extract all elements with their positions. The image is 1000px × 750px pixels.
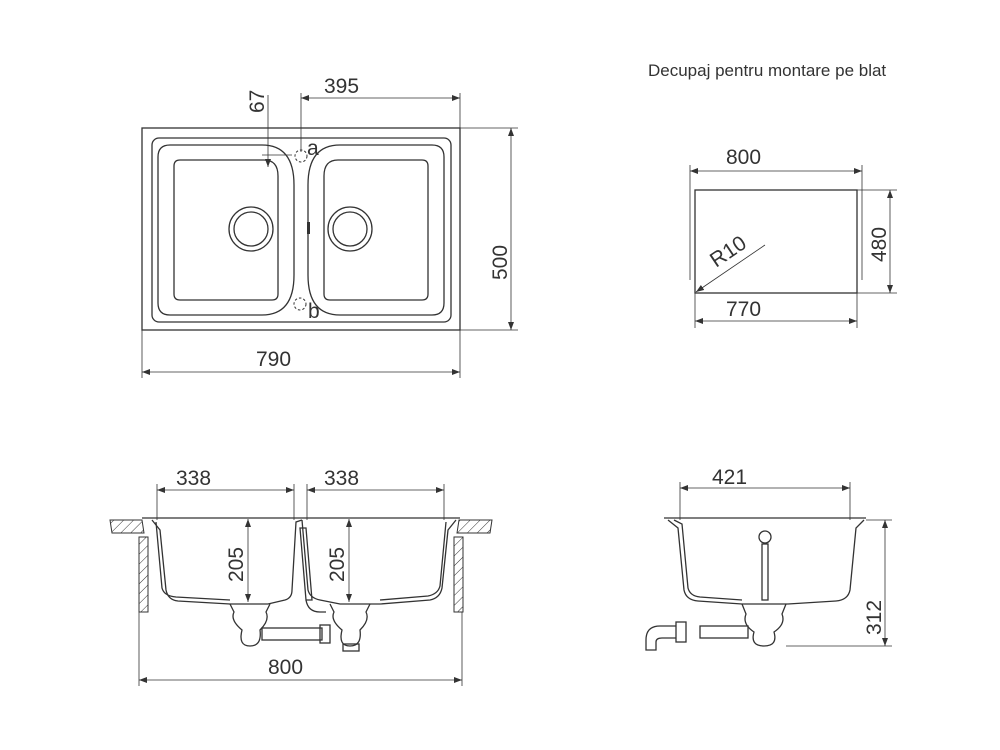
dim-cutout-depth: 480 <box>868 227 891 262</box>
front-section-view: 338 338 205 205 800 <box>109 467 493 686</box>
cutout-view: 800 480 770 R10 <box>689 146 897 328</box>
dim-bowl-length: 421 <box>712 466 747 489</box>
right-bowl-section <box>301 519 457 605</box>
dim-tap-offset: 395 <box>324 75 359 98</box>
side-trap <box>741 603 787 647</box>
dim-corner-radius: R10 <box>706 232 751 273</box>
side-drain-pipe <box>699 625 749 639</box>
countertop-left <box>109 519 145 534</box>
overflow-icon <box>758 530 772 544</box>
left-drain-icon <box>228 206 274 252</box>
cutout-outline <box>694 189 858 294</box>
tap-hole-b-icon <box>293 297 307 311</box>
dim-cutout-top-width: 800 <box>726 146 761 169</box>
left-bowl-outer <box>157 144 295 316</box>
outlet-elbow <box>645 625 676 651</box>
cutout-title: Decupaj pentru montare pe blat <box>648 61 887 80</box>
sink-rim <box>151 137 452 323</box>
dim-cutout-width: 770 <box>726 298 761 321</box>
cabinet-wall-right <box>453 536 464 613</box>
left-bowl-section <box>151 519 303 605</box>
dim-overall-depth: 500 <box>489 245 512 280</box>
left-trap <box>229 603 271 647</box>
cabinet-wall-left <box>138 536 149 613</box>
dim-bowl-right-depth: 205 <box>326 547 349 582</box>
connecting-pipe <box>261 627 323 641</box>
tap-hole-a-label: a <box>307 137 319 160</box>
dim-overall-width: 790 <box>256 348 291 371</box>
left-bowl-inner <box>173 159 279 301</box>
dim-tap-from-edge: 67 <box>246 90 269 113</box>
bowl-side-section <box>667 519 865 605</box>
dim-cabinet-width: 800 <box>268 656 303 679</box>
side-section-view: 421 312 <box>645 466 892 651</box>
right-bowl-outer <box>307 144 445 316</box>
countertop-right <box>456 519 493 534</box>
tap-hole-b-label: b <box>308 300 320 323</box>
dim-bowl-left-width: 338 <box>176 467 211 490</box>
dim-bowl-right-width: 338 <box>324 467 359 490</box>
dim-bowl-left-depth: 205 <box>225 547 248 582</box>
dim-total-depth: 312 <box>863 600 886 635</box>
right-drain-icon <box>327 206 373 252</box>
overflow-pipe <box>299 527 313 601</box>
top-view: a b 395 67 500 790 <box>141 75 518 378</box>
right-trap <box>329 603 371 647</box>
right-bowl-inner <box>323 159 429 301</box>
